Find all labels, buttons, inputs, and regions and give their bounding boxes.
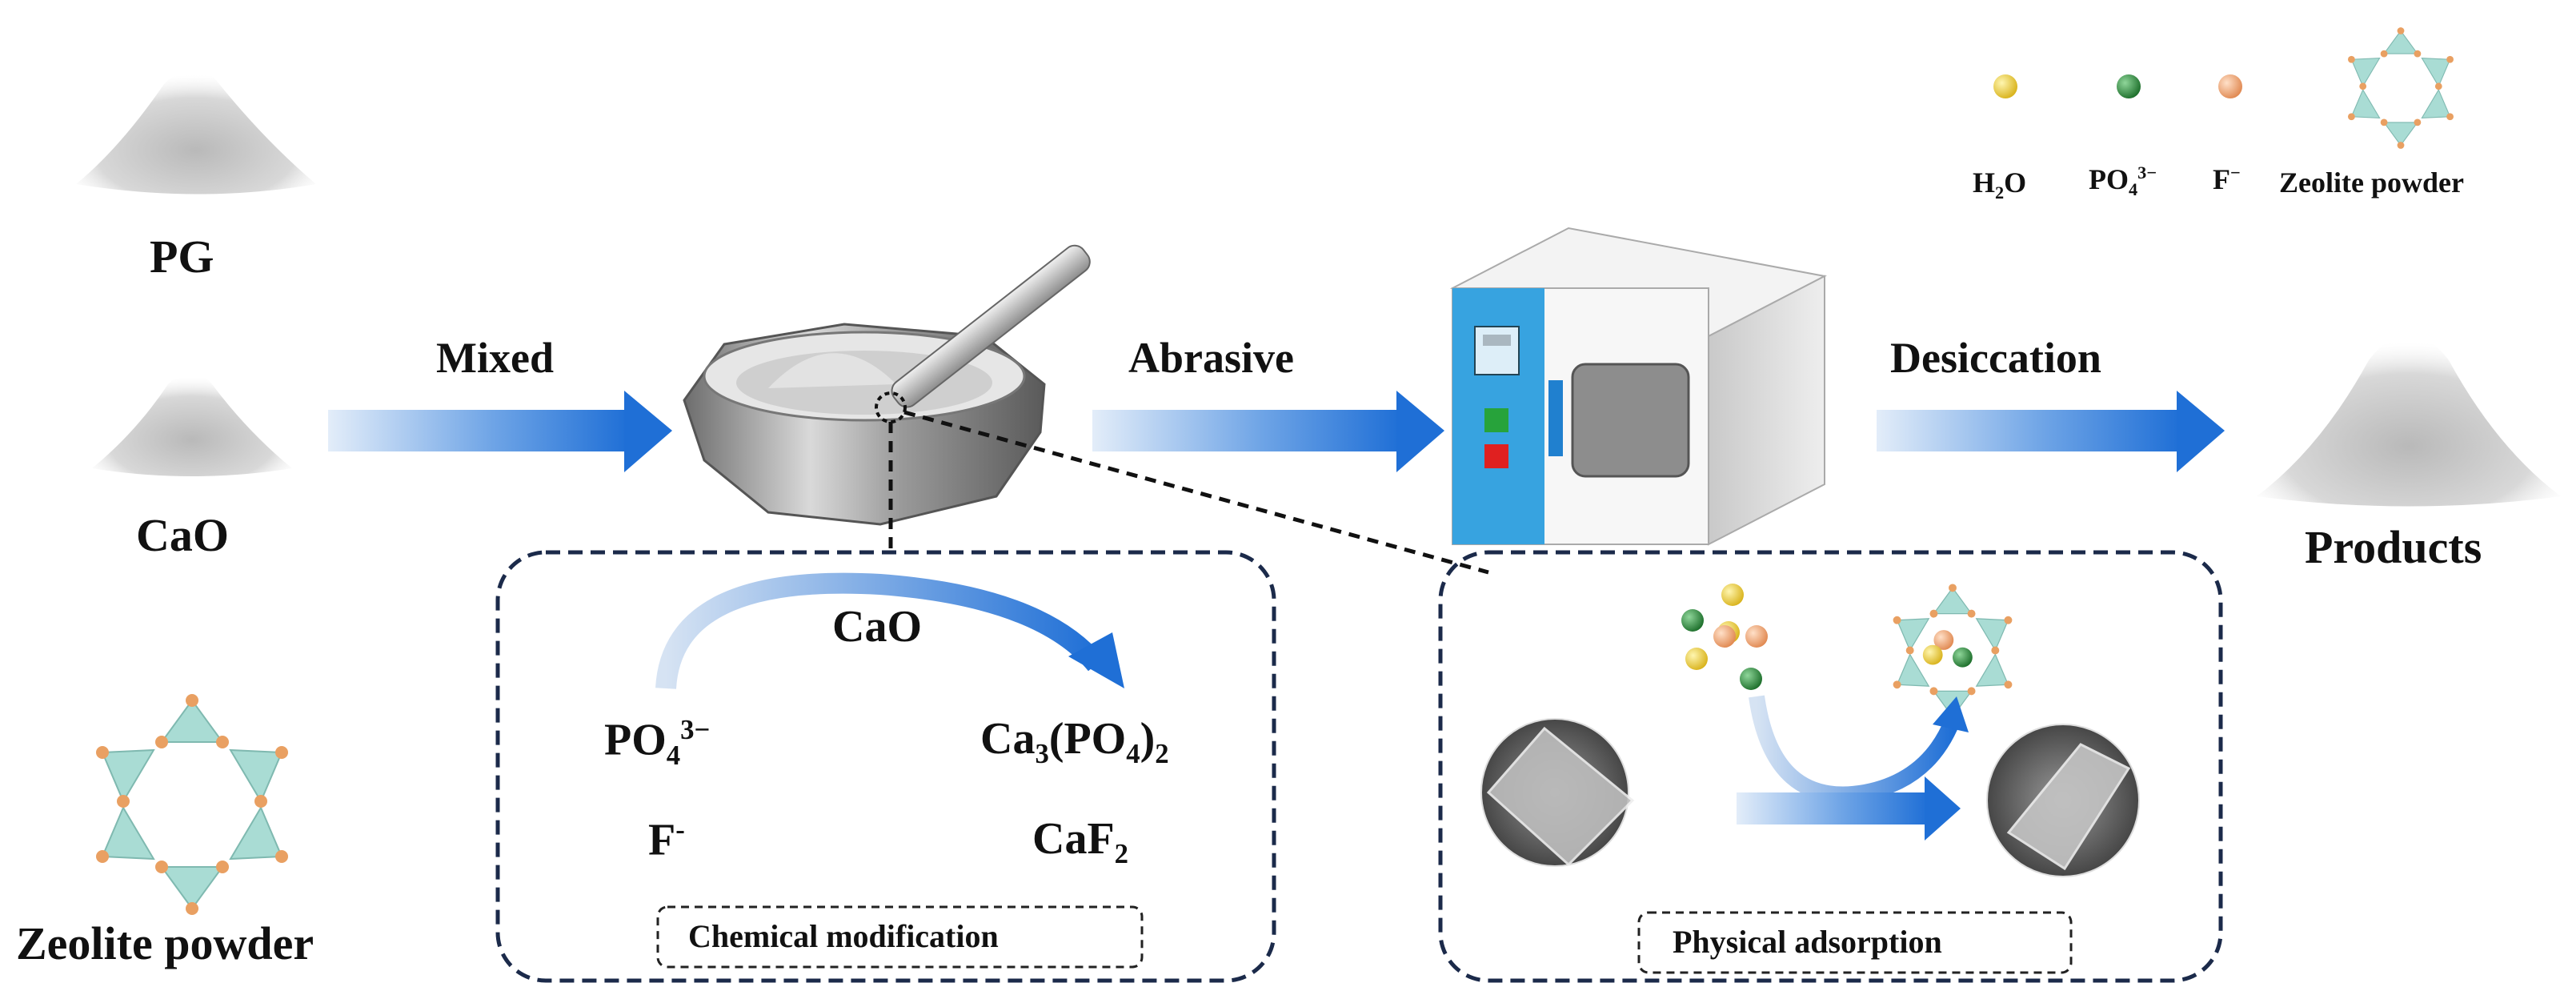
- legend-h2o-ball: [1993, 74, 2017, 98]
- adsorption-curve-arrow: [1749, 695, 1961, 803]
- chemical-modification-title: Chemical modification: [688, 918, 999, 954]
- mixed-label: Mixed: [436, 334, 554, 382]
- reagent-cao-label: CaO: [832, 602, 922, 652]
- legend-h2o-label: H2O: [1973, 167, 2027, 203]
- sem-transition-arrow: [1737, 792, 1929, 824]
- abrasive-label: Abrasive: [1128, 334, 1294, 382]
- physical-adsorption-title: Physical adsorption: [1673, 924, 1942, 960]
- adsorbed-zeolite-icon: [1892, 583, 2013, 722]
- reaction-arrowhead: [1068, 632, 1124, 688]
- arrow-desiccation: [1877, 391, 2225, 472]
- product-calcium-fluoride-label: CaF2: [1032, 814, 1129, 870]
- zoom-circle: [875, 391, 907, 423]
- legend-po4-label: PO43−: [2089, 162, 2157, 200]
- legend-symbols: [1993, 26, 2454, 150]
- zeolite-structure-icon: [96, 694, 288, 915]
- products-powder-pile: [2257, 334, 2561, 507]
- legend-f-label: F−: [2213, 162, 2241, 195]
- chemical-modification-box: [495, 550, 1276, 983]
- drying-oven-icon: [1449, 227, 1828, 546]
- arrow-mixed: [328, 391, 672, 472]
- chemical-title-frame: [656, 905, 1144, 969]
- legend-po4-ball: [2117, 74, 2141, 98]
- legend-f-ball: [2218, 74, 2242, 98]
- physical-title-frame: [1637, 911, 2073, 974]
- pg-powder-pile: [76, 69, 316, 195]
- products-label: Products: [2305, 521, 2482, 573]
- legend-zeolite-icon: [2347, 26, 2454, 150]
- arrow-abrasive: [1092, 391, 1444, 472]
- connector-line-physical: [903, 410, 1489, 575]
- pg-label: PG: [150, 231, 214, 283]
- product-calcium-phosphate-label: Ca3(PO4)2: [980, 714, 1169, 770]
- cao-label: CaO: [136, 509, 229, 561]
- physical-adsorption-box: [1438, 550, 2223, 983]
- reaction-curve-arrow: [655, 572, 1105, 690]
- cao-powder-pile: [92, 372, 292, 476]
- mortar-and-pestle-icon: [683, 244, 1091, 526]
- reactant-phosphate-label: PO43−: [604, 714, 711, 771]
- legend-zeolite-label: Zeolite powder: [2279, 167, 2464, 199]
- ion-cluster: [1681, 584, 1768, 690]
- zeolite-powder-label: Zeolite powder: [16, 917, 314, 969]
- desiccation-label: Desiccation: [1890, 334, 2101, 382]
- reactant-fluoride-label: F-: [648, 814, 685, 865]
